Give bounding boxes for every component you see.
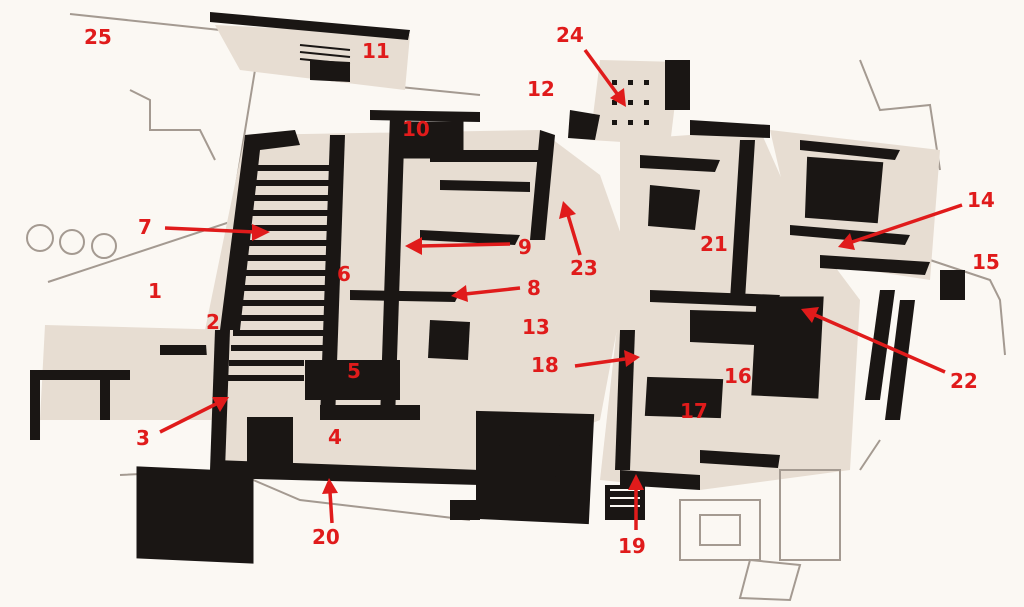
label-11: 11 — [362, 39, 390, 63]
label-15: 15 — [972, 250, 1000, 274]
label-18: 18 — [531, 353, 559, 377]
label-8: 8 — [527, 276, 541, 300]
north-entrance — [568, 60, 690, 145]
label-17: 17 — [680, 399, 708, 423]
label-3: 3 — [136, 426, 150, 450]
label-21: 21 — [700, 232, 728, 256]
label-1: 1 — [148, 279, 162, 303]
label-24: 24 — [556, 23, 584, 47]
west-annex — [30, 325, 254, 564]
label-6: 6 — [337, 262, 351, 286]
label-12: 12 — [527, 77, 555, 101]
label-23: 23 — [570, 256, 598, 280]
label-arrows — [159, 48, 963, 530]
label-14: 14 — [967, 188, 995, 212]
label-9: 9 — [518, 235, 532, 259]
south-block — [450, 410, 595, 525]
label-16: 16 — [724, 364, 752, 388]
label-7: 7 — [138, 215, 152, 239]
label-4: 4 — [328, 425, 342, 449]
label-10: 10 — [402, 117, 430, 141]
label-19: 19 — [618, 534, 646, 558]
west-magazines — [227, 165, 330, 381]
number-labels: 1 2 3 4 5 6 7 8 9 10 11 12 13 14 15 16 1… — [84, 23, 1000, 558]
label-22: 22 — [950, 369, 978, 393]
label-5: 5 — [347, 359, 361, 383]
label-25: 25 — [84, 25, 112, 49]
label-2: 2 — [206, 310, 220, 334]
label-20: 20 — [312, 525, 340, 549]
north-east-block — [770, 130, 965, 420]
north-west-block — [210, 12, 410, 90]
south-east-remains — [679, 469, 841, 602]
label-13: 13 — [522, 315, 550, 339]
